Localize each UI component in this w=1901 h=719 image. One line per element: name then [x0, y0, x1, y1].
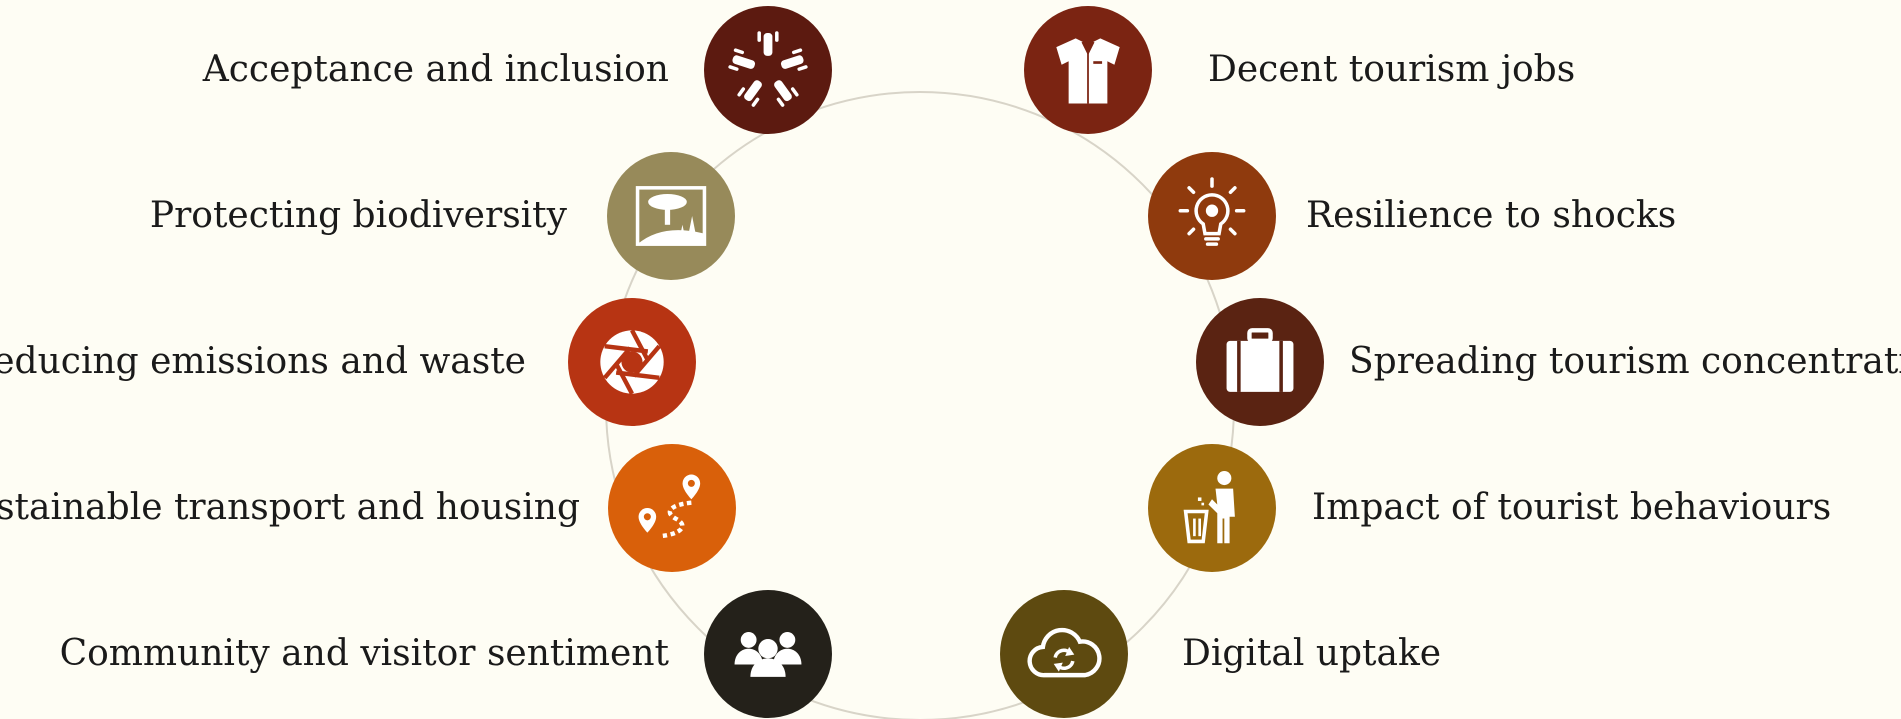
label-spreading-tourism-concentration: Spreading tourism concentration	[1349, 341, 1901, 382]
hands-together-icon	[704, 6, 832, 134]
label-decent-tourism-jobs: Decent tourism jobs	[1208, 49, 1576, 90]
label-sustainable-transport-housing: Sustainable transport and housing	[0, 487, 580, 528]
shirt-icon	[1024, 6, 1152, 134]
route-map-icon	[608, 444, 736, 572]
suitcase-icon	[1196, 298, 1324, 426]
tree-landscape-icon	[607, 152, 735, 280]
label-community-visitor-sentiment: Community and visitor sentiment	[59, 633, 669, 674]
label-impact-tourist-behaviours: Impact of tourist behaviours	[1312, 487, 1832, 528]
label-reducing-emissions-waste: Reducing emissions and waste	[0, 341, 526, 382]
label-acceptance-inclusion: Acceptance and inclusion	[202, 49, 669, 90]
label-protecting-biodiversity: Protecting biodiversity	[149, 195, 567, 236]
cloud-sync-icon	[1000, 590, 1128, 718]
person-trash-icon	[1148, 444, 1276, 572]
lightbulb-icon	[1148, 152, 1276, 280]
aperture-icon	[568, 298, 696, 426]
label-digital-uptake: Digital uptake	[1182, 633, 1442, 674]
people-group-icon	[704, 590, 832, 718]
label-resilience-to-shocks: Resilience to shocks	[1306, 195, 1677, 236]
